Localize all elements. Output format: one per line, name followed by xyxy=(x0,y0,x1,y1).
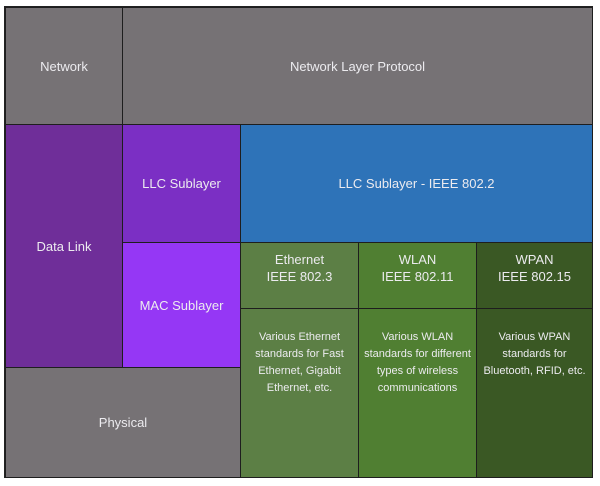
network-layer-cell: Network xyxy=(5,7,123,125)
physical-layer-cell: Physical xyxy=(5,367,241,478)
llc-sublayer-label: LLC Sublayer xyxy=(142,176,221,191)
ethernet-name: Ethernet xyxy=(274,252,325,267)
wlan-description: Various WLAN standards for different typ… xyxy=(364,331,471,394)
network-protocol-label: Network Layer Protocol xyxy=(289,58,426,74)
mac-sublayer-cell: MAC Sublayer xyxy=(122,242,241,368)
wpan-header-cell: WPAN IEEE 802.15 xyxy=(476,242,593,309)
network-layer-label: Network xyxy=(40,58,88,74)
wlan-header-cell: WLAN IEEE 802.11 xyxy=(358,242,477,309)
llc-sublayer-cell: LLC Sublayer xyxy=(122,124,241,243)
wpan-description-cell: Various WPAN standards for Bluetooth, RF… xyxy=(476,308,593,478)
network-protocol-cell: Network Layer Protocol xyxy=(122,7,593,125)
llc-standard-label: LLC Sublayer - IEEE 802.2 xyxy=(338,176,495,191)
wlan-description-cell: Various WLAN standards for different typ… xyxy=(358,308,477,478)
ethernet-ieee: IEEE 802.3 xyxy=(266,269,333,284)
ethernet-description-cell: Various Ethernet standards for Fast Ethe… xyxy=(240,308,359,478)
llc-standard-cell: LLC Sublayer - IEEE 802.2 xyxy=(240,124,593,243)
ethernet-description: Various Ethernet standards for Fast Ethe… xyxy=(255,331,344,394)
wpan-description: Various WPAN standards for Bluetooth, RF… xyxy=(483,331,586,377)
data-link-layer-cell: Data Link xyxy=(5,124,123,368)
wpan-name: WPAN xyxy=(515,252,554,267)
osi-layer-diagram: Network Network Layer Protocol Data Link… xyxy=(4,6,593,478)
data-link-layer-label: Data Link xyxy=(36,238,92,254)
mac-sublayer-label: MAC Sublayer xyxy=(139,297,224,313)
ethernet-header-cell: Ethernet IEEE 802.3 xyxy=(240,242,359,309)
physical-layer-label: Physical xyxy=(98,415,148,430)
wpan-ieee: IEEE 802.15 xyxy=(498,269,571,284)
wlan-name: WLAN xyxy=(398,252,437,267)
wlan-ieee: IEEE 802.11 xyxy=(381,269,454,284)
